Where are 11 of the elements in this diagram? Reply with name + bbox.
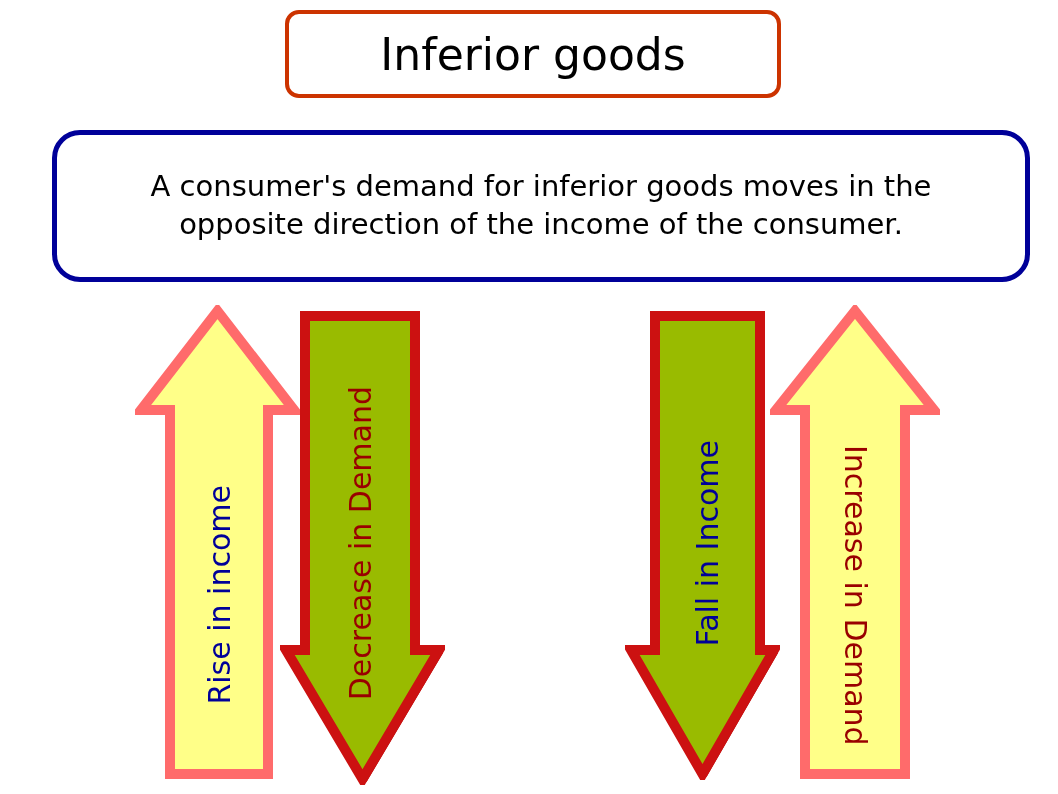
banner-text: Rise in income bbox=[201, 485, 237, 705]
upward-banner bbox=[770, 305, 940, 780]
title: Inferior goods bbox=[285, 10, 781, 98]
upward-banner bbox=[135, 305, 300, 780]
banner-text: Increase in Demand bbox=[837, 444, 873, 746]
definition-text: A consumer's demand for inferior goods moves in the opposite direction of the income of the consumer. bbox=[149, 168, 933, 243]
banner-text: Decrease in Demand bbox=[342, 386, 378, 701]
downward-banner bbox=[625, 310, 780, 780]
definition-box bbox=[52, 130, 1030, 282]
downward-banner bbox=[280, 310, 445, 785]
banner-text: Fall in Income bbox=[690, 440, 725, 647]
